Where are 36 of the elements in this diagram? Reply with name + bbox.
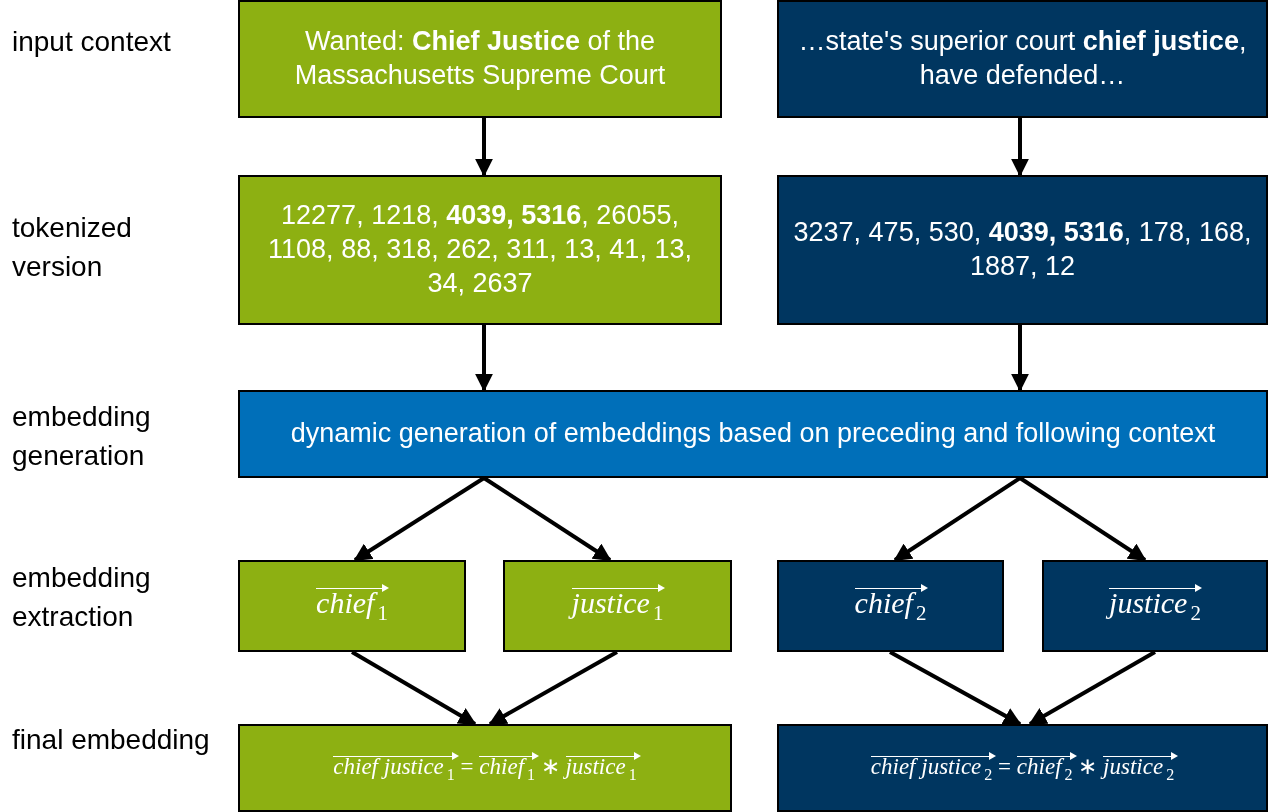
formula-text: chief$_{1}$ xyxy=(316,586,388,626)
process-box xyxy=(777,175,1268,325)
formula-text: chief$_{2}$ xyxy=(854,586,927,626)
arrow xyxy=(353,476,486,562)
arrow xyxy=(1018,476,1147,562)
box-text: dynamic generation of embeddings based on preceding and following context xyxy=(289,417,1217,451)
row-label: final embedding xyxy=(12,723,211,757)
process-box xyxy=(238,0,722,118)
process-box xyxy=(238,724,732,812)
process-box xyxy=(777,724,1268,812)
arrow xyxy=(889,650,1022,726)
row-label: embedding extraction xyxy=(12,561,152,635)
arrow xyxy=(488,650,618,726)
process-box xyxy=(777,560,1004,652)
arrow xyxy=(482,476,612,562)
box-text: …state's superior court chief justice, have defended… xyxy=(797,25,1248,92)
row-label: tokenized version xyxy=(12,211,133,285)
arrow xyxy=(1011,118,1029,177)
box-text: Wanted: Chief Justice of the Massachusetts Supreme Court xyxy=(293,25,667,92)
arrow xyxy=(351,650,477,726)
arrow xyxy=(1028,650,1156,726)
row-label: embedding generation xyxy=(12,400,152,474)
formula-text: chief justice$_{2}$ = chief$_{2}$ ∗ justice$_{2}$ xyxy=(870,752,1175,784)
process-box xyxy=(238,560,466,652)
arrow xyxy=(475,118,493,177)
box-text: 3237, 475, 530, 4039, 5316, 178, 168, 1887, 12 xyxy=(792,216,1253,283)
arrow xyxy=(1011,325,1029,392)
arrow xyxy=(893,476,1022,562)
process-box xyxy=(238,175,722,325)
process-box xyxy=(777,0,1268,118)
row-label: input context xyxy=(12,25,172,59)
process-box xyxy=(503,560,732,652)
arrow xyxy=(475,325,493,392)
process-box xyxy=(238,390,1268,478)
process-box xyxy=(1042,560,1268,652)
box-text: 12277, 1218, 4039, 5316, 26055, 1108, 88, 318, 262, 311, 13, 41, 13, 34, 2637 xyxy=(267,199,693,300)
